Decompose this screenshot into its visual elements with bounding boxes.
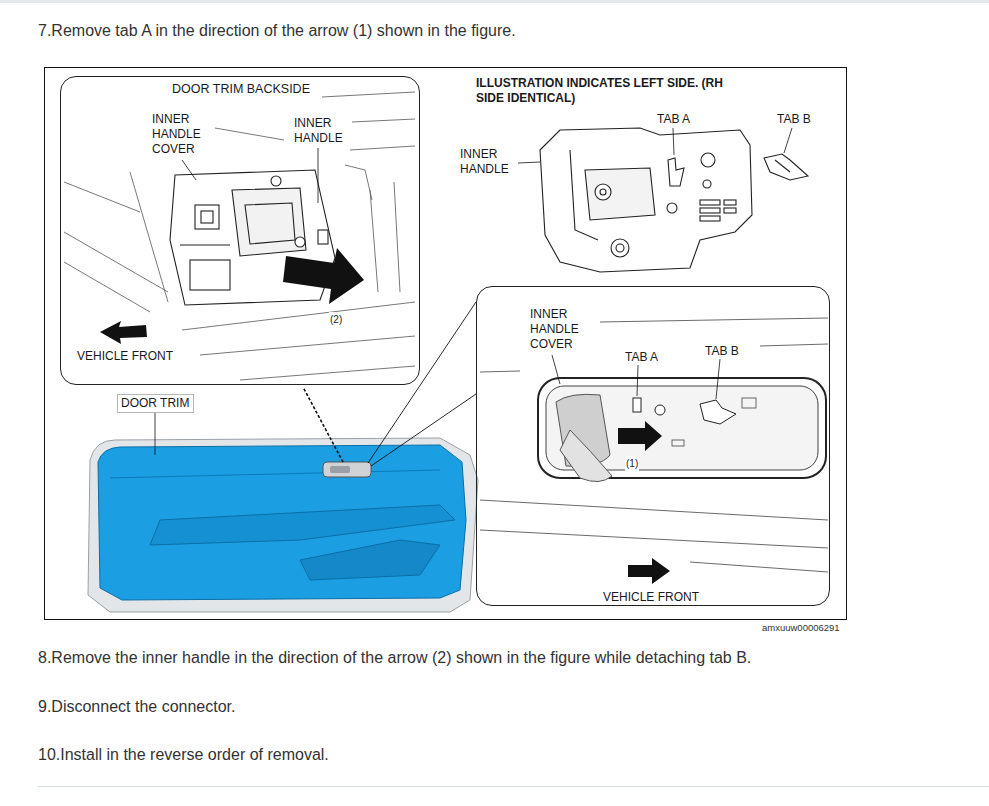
tab-label: TAB B bbox=[704, 344, 740, 359]
step-text: 8.Remove the inner handle in the directi… bbox=[38, 648, 751, 668]
step-text: 10.Install in the reverse order of remov… bbox=[38, 745, 329, 765]
step-text: 9.Disconnect the connector. bbox=[38, 697, 235, 717]
tab-label: TAB A bbox=[624, 350, 659, 365]
view-title: DOOR TRIM BACKSIDE bbox=[61, 82, 421, 97]
view-note: ILLUSTRATION INDICATES LEFT SIDE. (RH SI… bbox=[476, 76, 726, 106]
detail-callout-box: DOOR TRIM BACKSIDE INNER HANDLE COVER INNE… bbox=[60, 76, 420, 385]
part-label: INNER HANDLE COVER bbox=[529, 307, 591, 352]
callout-number: (2) bbox=[329, 312, 343, 327]
tab-label: TAB A bbox=[656, 112, 691, 127]
direction-label: VEHICLE FRONT bbox=[76, 349, 174, 364]
part-label: INNER HANDLE COVER bbox=[151, 112, 213, 157]
tab-label: TAB B bbox=[776, 112, 812, 127]
figure-code: amxuuw00006291 bbox=[762, 622, 840, 634]
part-label: INNER HANDLE bbox=[459, 147, 516, 177]
part-label: INNER HANDLE bbox=[293, 116, 351, 146]
part-label-box: DOOR TRIM bbox=[117, 394, 194, 413]
part-label: DOOR TRIM bbox=[121, 396, 189, 411]
direction-label: VEHICLE FRONT bbox=[602, 590, 700, 605]
callout-number: (1) bbox=[625, 456, 639, 471]
detail-callout-box: INNER HANDLE COVER TAB A TAB B (1) VEHICLE F… bbox=[476, 286, 830, 606]
step-text: 7.Remove tab A in the direction of the a… bbox=[38, 21, 516, 41]
